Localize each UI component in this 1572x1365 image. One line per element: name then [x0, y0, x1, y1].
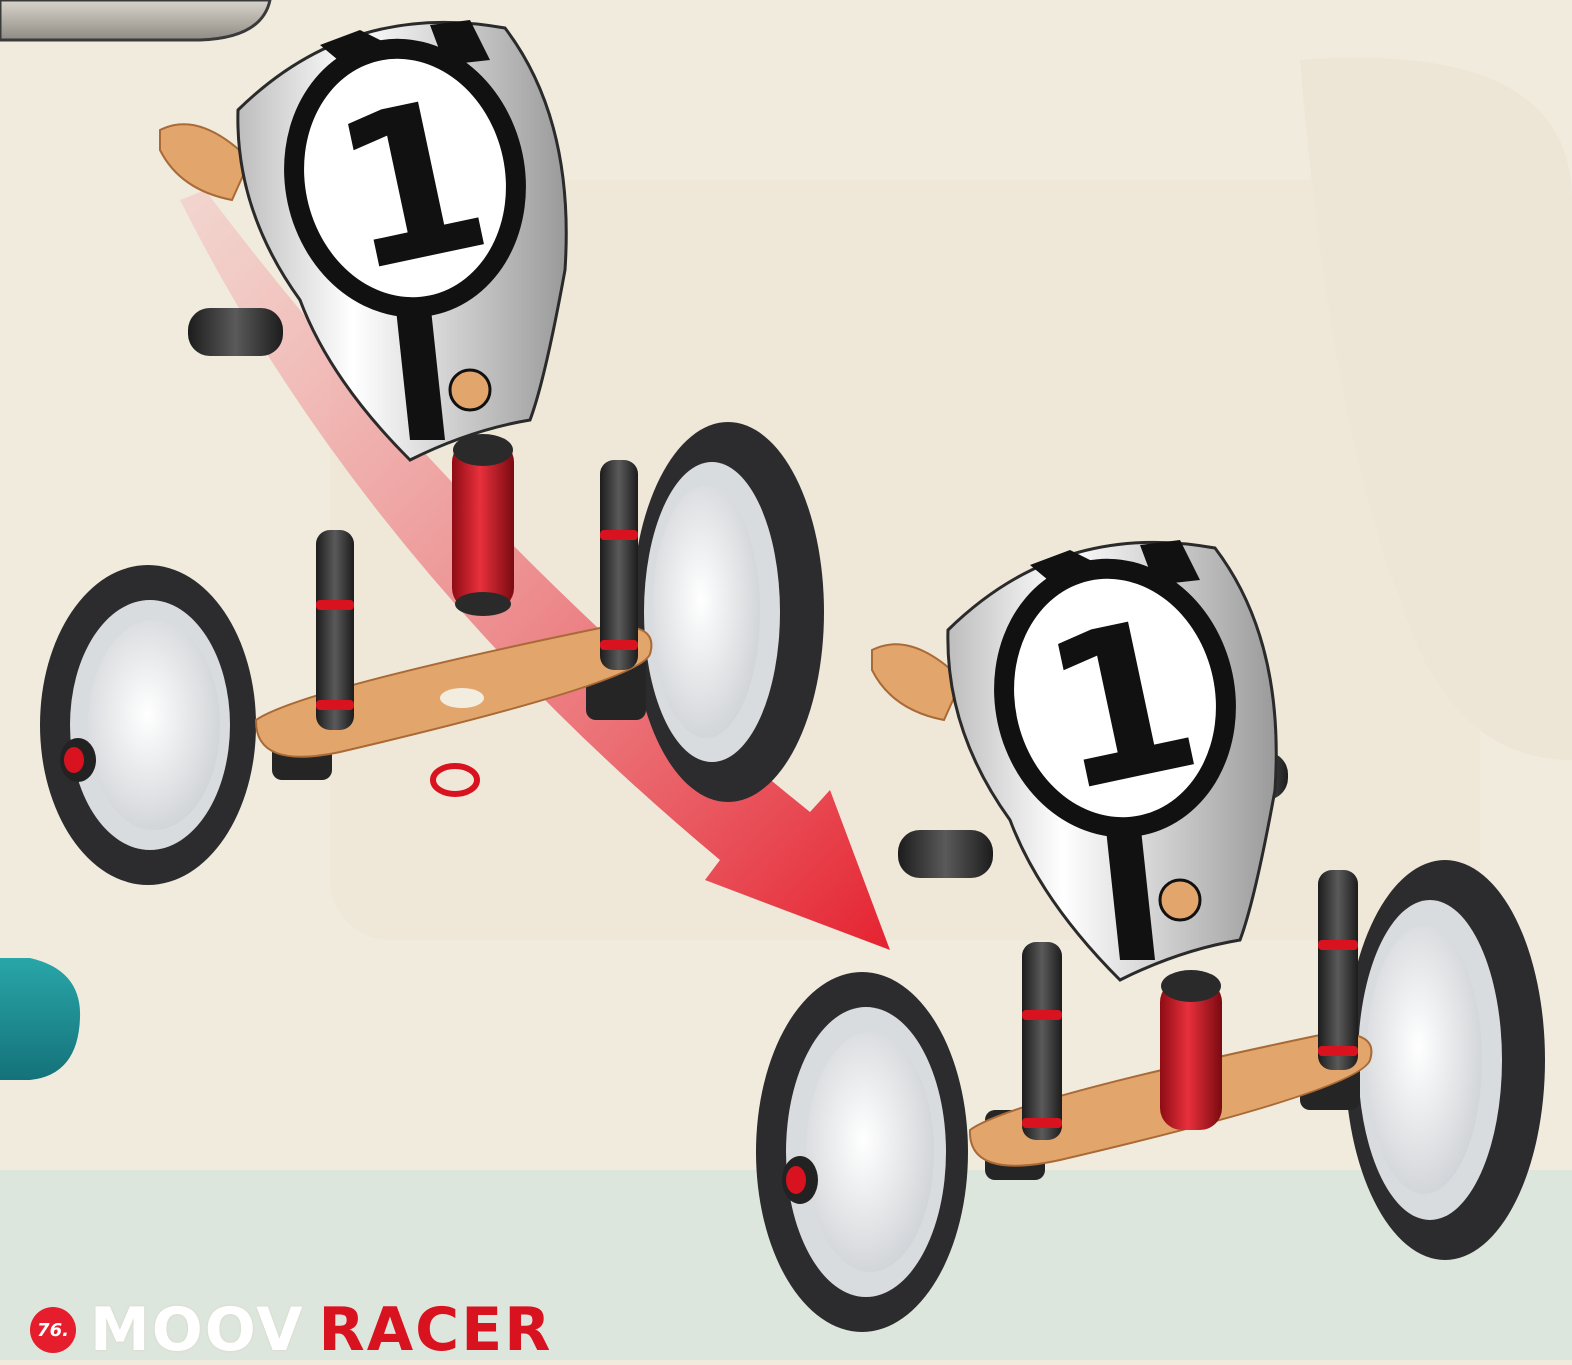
page-footer: 76. MOOV RACER — [30, 1302, 552, 1358]
header-tab — [0, 0, 270, 40]
right-wheel-exploded — [632, 422, 824, 802]
spring-post-right — [600, 460, 638, 670]
brand-name-moov: MOOV — [90, 1300, 305, 1360]
right-wheel-assembled — [1345, 860, 1545, 1260]
page-number-badge: 76. — [30, 1307, 76, 1353]
brand-name-racer: RACER — [319, 1300, 553, 1360]
left-wheel-exploded — [40, 565, 256, 885]
handlebar-grip-left — [188, 308, 283, 356]
left-wheel-assembled — [756, 972, 968, 1332]
